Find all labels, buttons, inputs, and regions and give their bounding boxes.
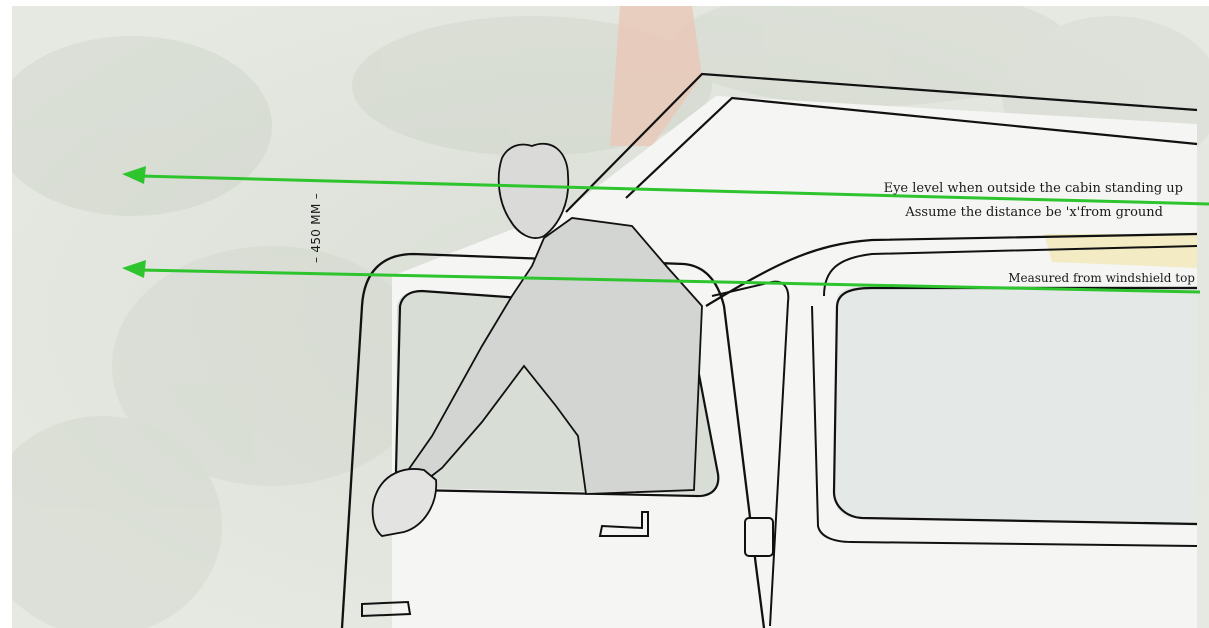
windshield-arrowhead <box>122 260 146 278</box>
eye-level-label: Eye level when outside the cabin standin… <box>884 182 1183 195</box>
distance-label: Assume the distance be 'x'from ground <box>905 206 1163 219</box>
dimension-label: – 450 MM – <box>309 193 323 263</box>
windshield-label: Measured from windshield top <box>1008 272 1195 284</box>
eye-level-arrowhead <box>122 166 146 184</box>
